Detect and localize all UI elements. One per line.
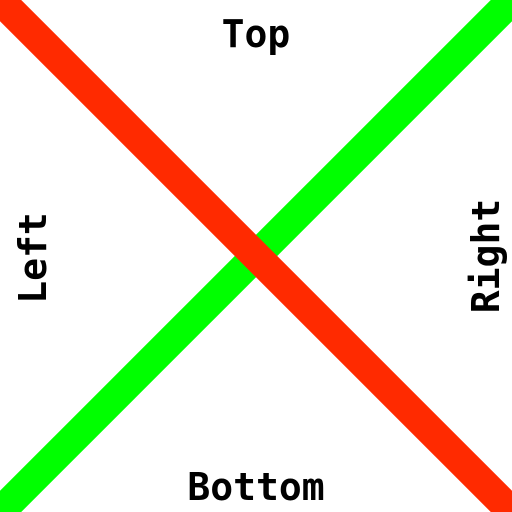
- right-label: Right: [464, 198, 508, 314]
- left-label: Left: [11, 212, 55, 304]
- bottom-label: Bottom: [187, 465, 325, 509]
- top-label: Top: [221, 12, 291, 56]
